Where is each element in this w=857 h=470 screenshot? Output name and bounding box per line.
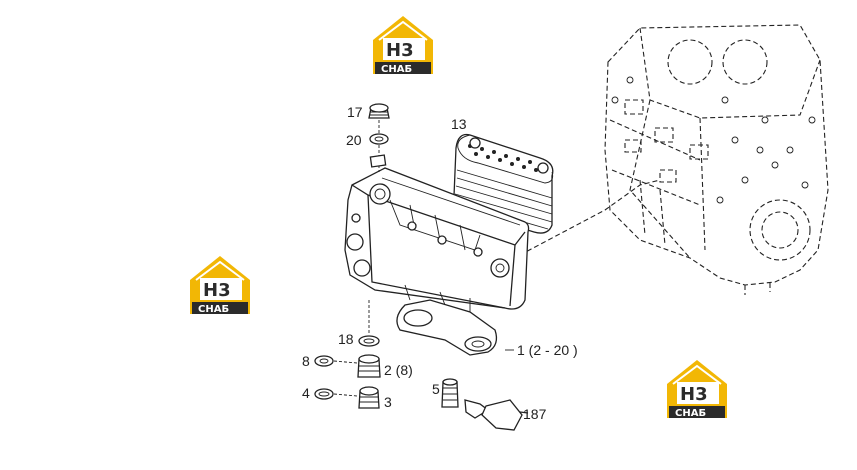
logo-caption: СНАБ xyxy=(381,64,412,75)
logo-mark: H3 xyxy=(386,40,414,61)
callout-8: 8 xyxy=(302,353,310,369)
logo-caption: СНАБ xyxy=(198,304,229,315)
engine-block xyxy=(604,24,829,295)
callout-18: 18 xyxy=(338,331,354,347)
logo-mark: H3 xyxy=(203,280,231,301)
mounting-leader xyxy=(519,179,661,256)
callout-13: 13 xyxy=(451,116,467,132)
callout-5: 5 xyxy=(432,381,440,397)
fitting-5 xyxy=(441,378,459,408)
callout-20: 20 xyxy=(346,132,362,148)
plug-2 xyxy=(357,354,381,378)
logo-mark: H3 xyxy=(680,384,708,405)
watermark-logo-left: H3 СНАБ xyxy=(190,256,250,315)
callout-2: 2 (8) xyxy=(384,362,413,378)
o-ring-4 xyxy=(314,388,334,400)
washer-8 xyxy=(314,355,334,367)
washer-20 xyxy=(369,133,389,145)
o-ring-18 xyxy=(358,335,380,347)
sealant-tube-187 xyxy=(464,399,529,431)
callout-17: 17 xyxy=(347,104,363,120)
callout-187: 187 xyxy=(523,406,547,422)
callout-4: 4 xyxy=(302,385,310,401)
callout-3: 3 xyxy=(384,394,392,410)
callout-1: 1 (2 - 20 ) xyxy=(517,342,578,358)
plug-3 xyxy=(358,386,380,409)
watermark-logo-right: H3 СНАБ xyxy=(667,360,727,419)
watermark-logo-top: H3 СНАБ xyxy=(373,16,433,75)
oil-cooler-housing xyxy=(344,167,530,356)
logo-caption: СНАБ xyxy=(675,408,706,419)
plug-17 xyxy=(368,103,390,119)
